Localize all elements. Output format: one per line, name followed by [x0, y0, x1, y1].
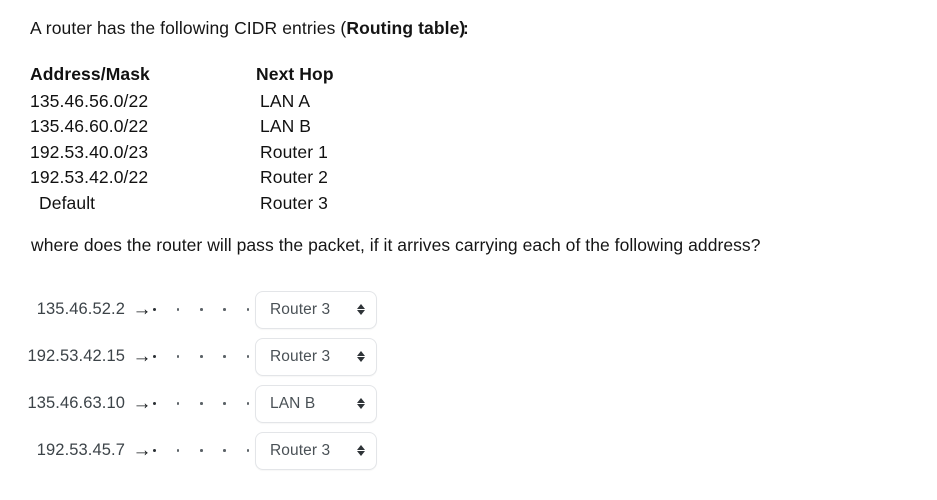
answer-address-label: 192.53.42.15	[27, 347, 125, 365]
leader-dot	[223, 355, 226, 358]
answer-select-1[interactable]: Router 3	[255, 290, 377, 329]
answer-address-label: 192.53.45.7	[36, 441, 125, 459]
answer-select-4[interactable]: Router 3	[255, 431, 377, 470]
leader-dot	[153, 355, 156, 358]
routing-table-header-row: Address/Mask Next Hop	[30, 62, 460, 89]
chevron-down-icon	[357, 404, 365, 409]
answer-select-2[interactable]: Router 3	[255, 337, 377, 376]
answer-address-label: 135.46.52.2	[36, 300, 125, 318]
updown-chevron-icon	[348, 351, 376, 362]
intro-emphasis: Routing table	[346, 18, 460, 38]
answer-list: 135.46.52.2 → Router 3 192.53.42.15 →	[0, 286, 430, 474]
chevron-down-icon	[357, 310, 365, 315]
answer-select-3[interactable]: LAN B	[255, 384, 377, 423]
answer-select-value: Router 3	[270, 300, 331, 318]
question-prompt: where does the router will pass the pack…	[31, 235, 761, 255]
leader-dot	[200, 308, 203, 311]
answer-row: 135.46.52.2 → Router 3	[0, 286, 430, 333]
updown-chevron-icon	[348, 445, 376, 456]
leader-dot	[200, 355, 203, 358]
leader-dots	[153, 402, 255, 405]
leader-dot	[176, 449, 180, 452]
leader-dot	[246, 308, 249, 311]
column-header-address-mask: Address/Mask	[30, 64, 150, 84]
answer-row: 192.53.42.15 → Router 3	[0, 333, 430, 380]
table-row: 135.46.60.0/22 LAN B	[30, 114, 460, 140]
leader-dot	[246, 402, 249, 405]
table-row: 135.46.56.0/22 LAN A	[30, 89, 460, 115]
cell-next-hop: Router 2	[260, 167, 328, 187]
leader-dot	[223, 308, 226, 311]
cell-address-mask: Default	[39, 192, 96, 213]
leader-dot	[176, 308, 180, 311]
chevron-down-icon	[357, 357, 365, 362]
answer-row: 192.53.45.7 → Router 3	[0, 427, 430, 474]
leader-dot	[176, 355, 180, 358]
leader-dots	[153, 308, 255, 311]
leader-dot	[153, 402, 156, 405]
leader-dot	[223, 449, 226, 452]
leader-dot	[223, 402, 226, 405]
arrow-right-icon: →	[132, 346, 152, 367]
cell-next-hop: Router 3	[260, 192, 328, 213]
cell-next-hop: Router 1	[260, 141, 328, 162]
answer-select-value: LAN B	[270, 394, 316, 412]
cell-address-mask: 192.53.40.0/23	[30, 141, 149, 162]
cell-address-mask: 135.46.56.0/22	[30, 90, 149, 111]
updown-chevron-icon	[348, 304, 376, 315]
answer-select-value: Router 3	[270, 441, 331, 459]
chevron-up-icon	[357, 351, 365, 356]
chevron-up-icon	[357, 398, 365, 403]
column-header-next-hop: Next Hop	[256, 64, 334, 84]
cell-address-mask: 192.53.42.0/22	[30, 167, 149, 187]
routing-table: Address/Mask Next Hop 135.46.56.0/22 LAN…	[30, 62, 460, 216]
leader-dot	[200, 449, 203, 452]
cell-address-mask: 135.46.60.0/22	[30, 116, 149, 136]
answer-row: 135.46.63.10 → LAN B	[0, 380, 430, 427]
intro-suffix: ):	[459, 18, 468, 38]
table-row: 192.53.40.0/23 Router 1	[30, 140, 460, 166]
chevron-up-icon	[357, 304, 365, 309]
cell-next-hop: LAN B	[260, 116, 312, 136]
arrow-right-icon: →	[132, 299, 152, 320]
leader-dots	[153, 449, 255, 452]
updown-chevron-icon	[348, 398, 376, 409]
chevron-up-icon	[357, 445, 365, 450]
leader-dots	[153, 355, 255, 358]
cell-next-hop: LAN A	[260, 90, 311, 111]
intro-prefix: A router has the following CIDR entries …	[30, 18, 347, 38]
answer-address-label: 135.46.63.10	[27, 394, 125, 412]
leader-dot	[246, 355, 249, 358]
leader-dot	[153, 308, 156, 311]
leader-dot	[153, 449, 156, 452]
table-row: Default Router 3	[30, 191, 460, 217]
leader-dot	[200, 402, 203, 405]
leader-dot	[246, 449, 249, 452]
arrow-right-icon: →	[132, 393, 152, 414]
arrow-right-icon: →	[132, 440, 152, 461]
table-row: 192.53.42.0/22 Router 2	[30, 165, 460, 191]
answer-select-value: Router 3	[270, 347, 331, 365]
intro-sentence: A router has the following CIDR entries …	[30, 17, 469, 39]
chevron-down-icon	[357, 451, 365, 456]
leader-dot	[176, 402, 180, 405]
